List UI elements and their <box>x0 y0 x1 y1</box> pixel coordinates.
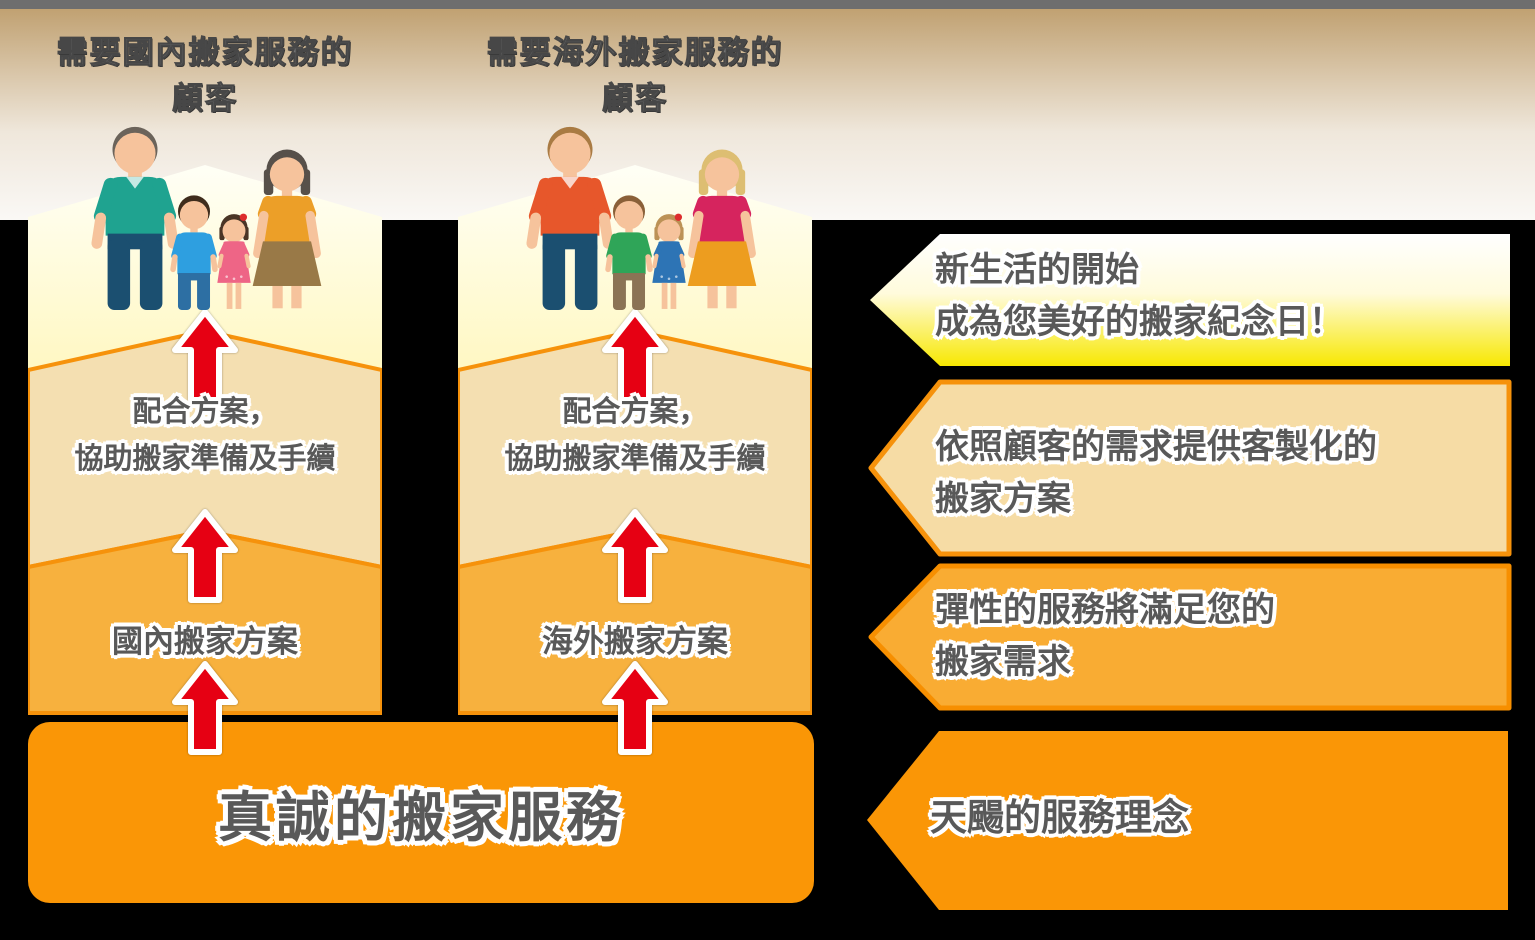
banner-line1: 依照顧客的需求提供客製化的 <box>935 428 1377 466</box>
domestic-title: 需要國內搬家服務的 顧客 <box>28 30 382 122</box>
overseas-title-line2: 顧客 <box>602 81 668 117</box>
plan-line2: 協助搬家準備及手續 <box>504 443 766 475</box>
up-arrow-icon <box>171 660 239 756</box>
overseas-plan-text: 配合方案， 協助搬家準備及手續 <box>458 389 812 483</box>
overseas-title-line1: 需要海外搬家服務的 <box>486 35 784 71</box>
plan-line1: 配合方案， <box>562 396 708 428</box>
banner-line1: 天颺的服務理念 <box>930 797 1189 838</box>
person-girl <box>217 213 251 309</box>
gray-divider-bar <box>0 0 1535 9</box>
banner-new-life-shape <box>870 234 1510 366</box>
person-boy <box>170 195 218 310</box>
base-service-box: 真誠的搬家服務 <box>28 722 814 903</box>
domestic-title-line1: 需要國內搬家服務的 <box>56 35 354 71</box>
person-man <box>526 126 614 310</box>
domestic-title-line2: 顧客 <box>172 81 238 117</box>
overseas-title: 需要海外搬家服務的 顧客 <box>458 30 812 122</box>
person-woman <box>687 149 757 309</box>
person-boy <box>605 195 653 310</box>
person-girl <box>652 213 686 309</box>
banner-line1: 彈性的服務將滿足您的 <box>935 591 1275 629</box>
banner-philosophy-shape <box>867 731 1508 910</box>
plan-line2: 協助搬家準備及手續 <box>74 443 336 475</box>
solution-chevron <box>28 529 382 715</box>
family-domestic <box>91 126 322 310</box>
overseas-solution-label: 海外搬家方案 <box>542 624 728 659</box>
base-service-label: 真誠的搬家服務 <box>218 788 624 848</box>
plan-line1: 配合方案， <box>132 396 278 428</box>
banner-line2: 搬家方案 <box>935 480 1071 518</box>
up-arrow-icon <box>601 660 669 756</box>
up-arrow-icon <box>171 508 239 604</box>
banner-new-life-text: 新生活的開始 成為您美好的搬家紀念日！ <box>935 244 1343 348</box>
banner-customized-plan-text: 依照顧客的需求提供客製化的 搬家方案 <box>935 421 1377 525</box>
domestic-solution-label: 國內搬家方案 <box>112 624 298 659</box>
domestic-plan-text: 配合方案， 協助搬家準備及手續 <box>28 389 382 483</box>
solution-chevron <box>458 529 812 715</box>
banner-customized-plan-shape <box>868 379 1512 557</box>
banner-line2: 搬家需求 <box>935 643 1071 681</box>
banner-flexible-service-text: 彈性的服務將滿足您的 搬家需求 <box>935 584 1275 688</box>
banner-philosophy-text: 天颺的服務理念 <box>930 792 1189 844</box>
up-arrow-icon <box>601 508 669 604</box>
person-man <box>91 126 179 310</box>
banner-line2: 成為您美好的搬家紀念日！ <box>935 303 1343 341</box>
person-woman <box>252 149 322 309</box>
family-overseas <box>526 126 757 310</box>
banner-flexible-service-shape <box>868 563 1512 711</box>
banner-line1: 新生活的開始 <box>935 251 1139 289</box>
